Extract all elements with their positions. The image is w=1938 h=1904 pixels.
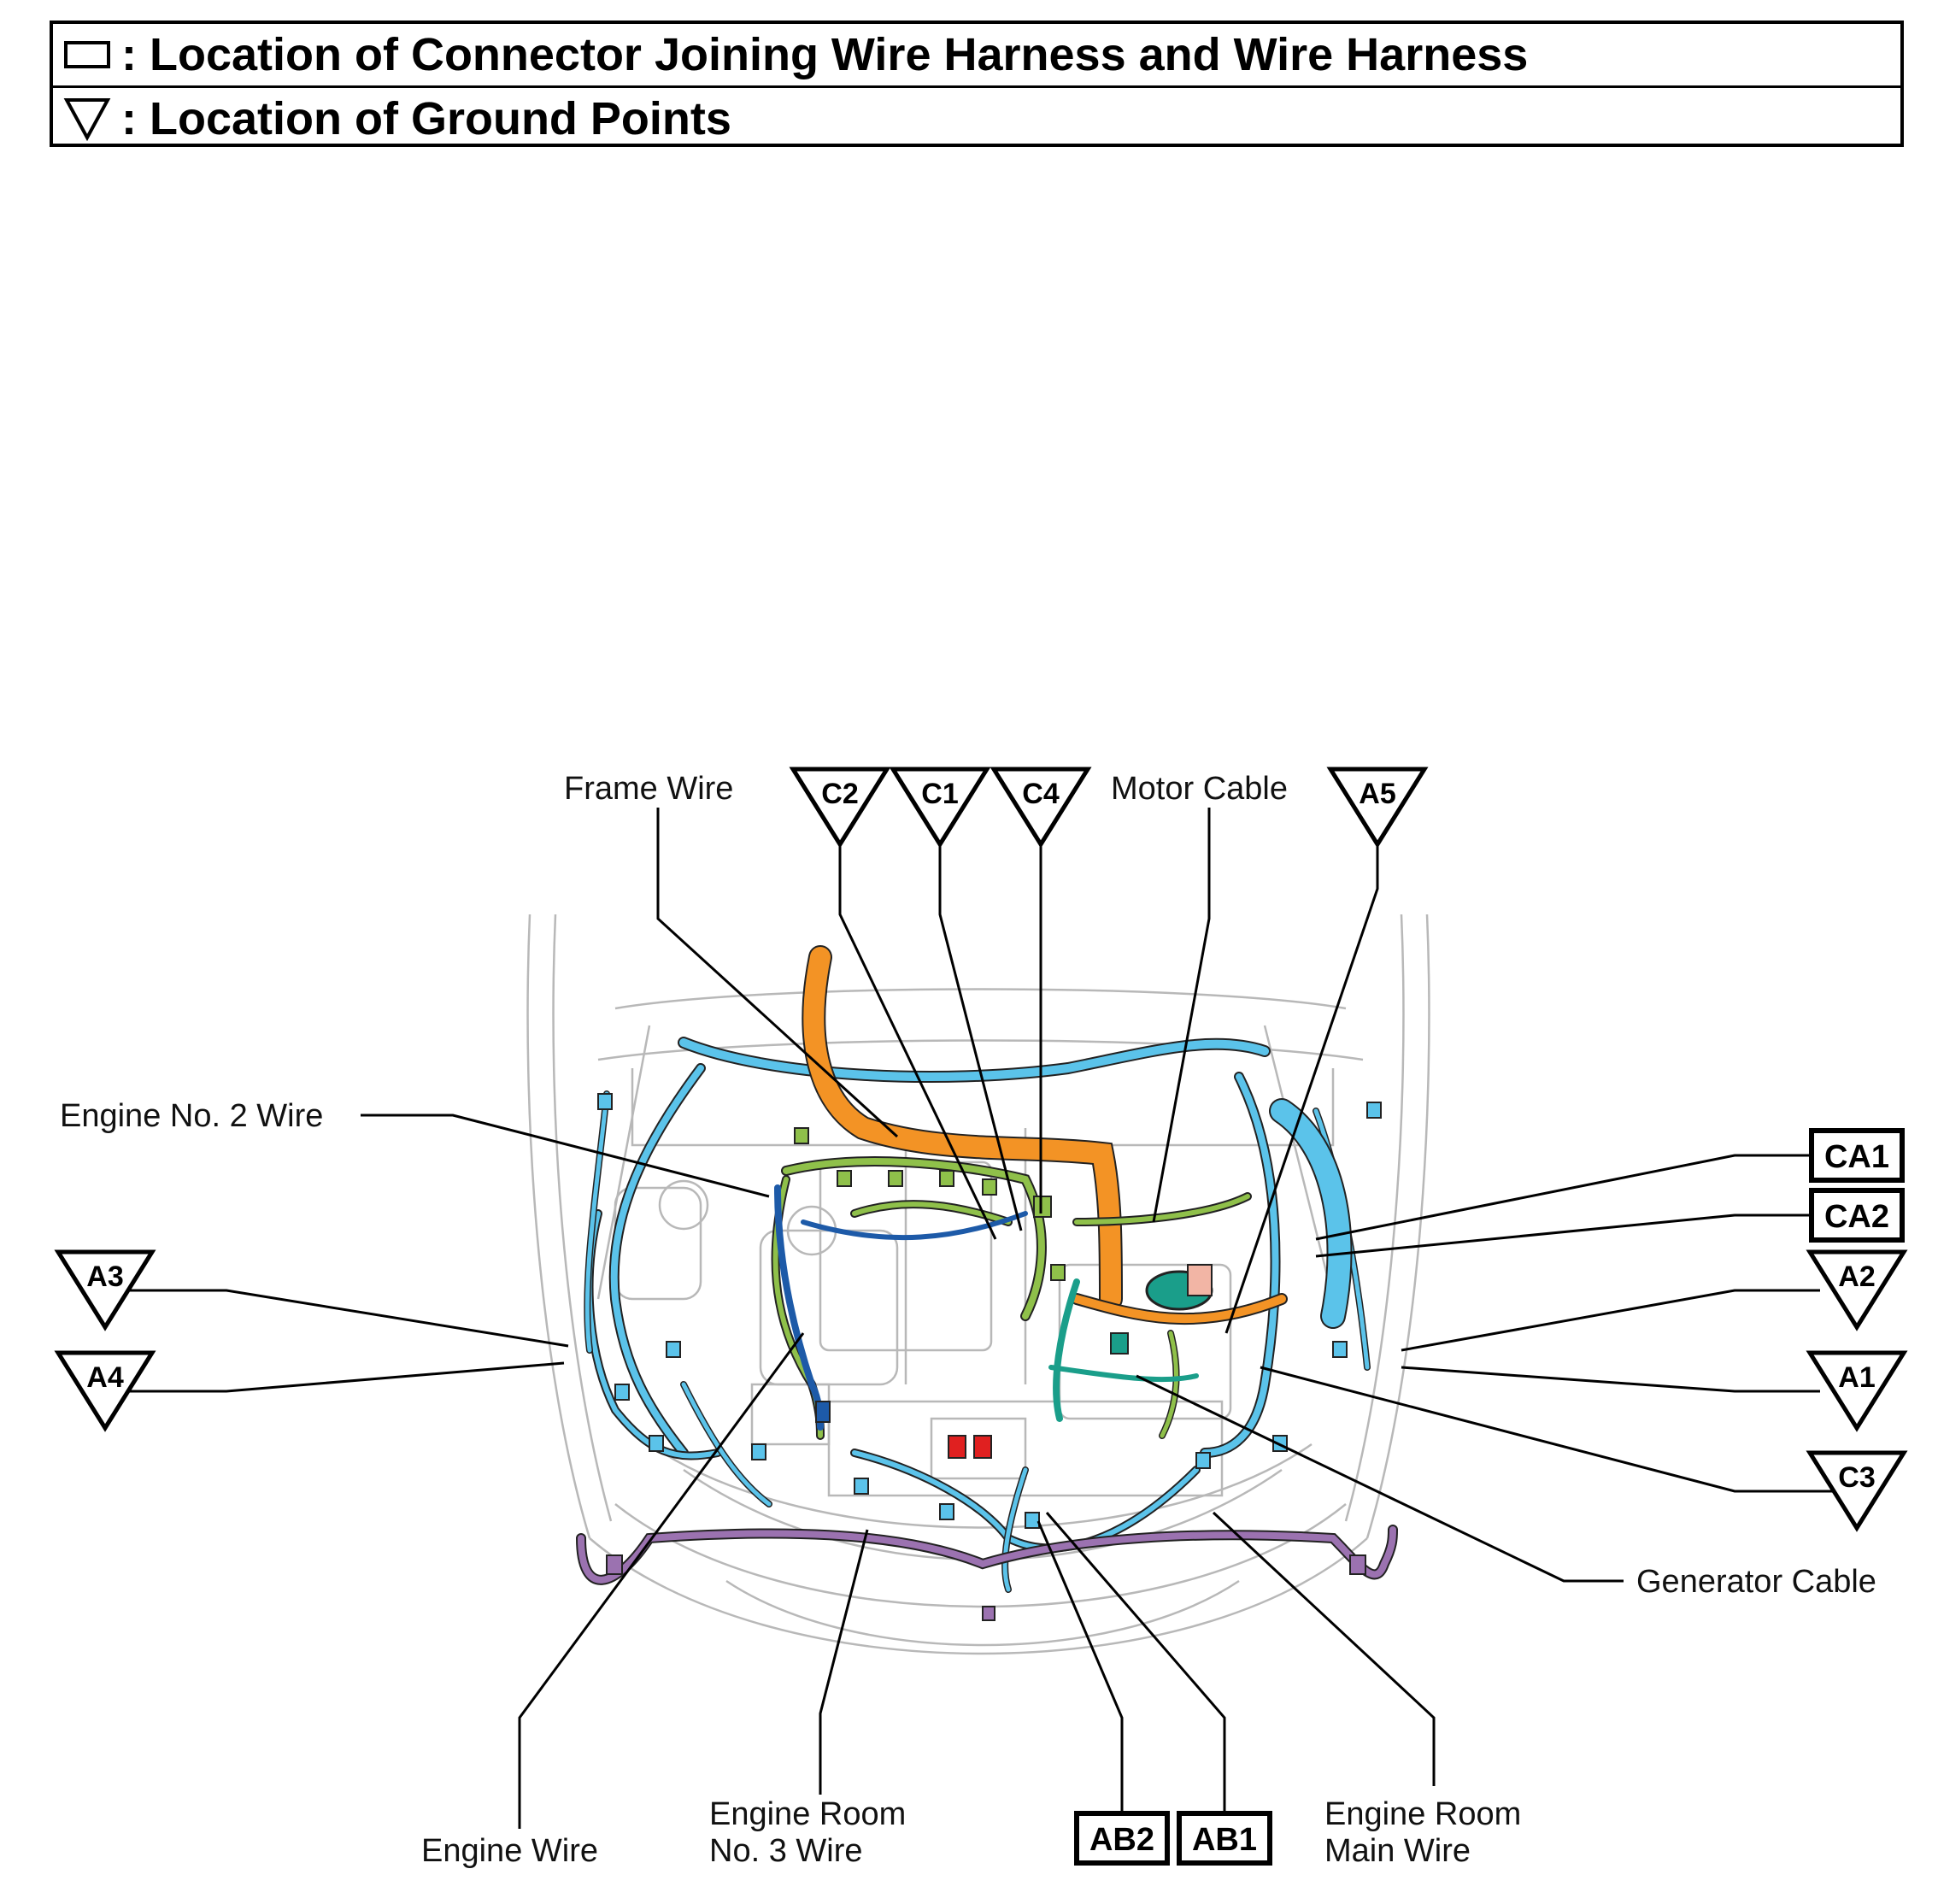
ground-point-a3: A3	[54, 1249, 156, 1331]
connector-ca1: CA1	[1809, 1128, 1905, 1183]
ground-label-c2: C2	[821, 778, 858, 810]
label-engine-wire: Engine Wire	[421, 1833, 598, 1869]
connector-ca2: CA2	[1809, 1188, 1905, 1243]
harness-frame-wire	[802, 945, 1288, 1325]
connector-label-ca2: CA2	[1824, 1199, 1889, 1235]
label-engine-room-main-line1: Engine Room	[1324, 1796, 1521, 1832]
vehicle-outline	[526, 914, 1430, 1655]
ground-label-c4: C4	[1022, 778, 1060, 810]
ground-label-a3: A3	[86, 1261, 123, 1293]
label-motor-cable: Motor Cable	[1111, 771, 1288, 807]
ground-point-c4: C4	[990, 767, 1092, 849]
ground-point-a5: A5	[1326, 767, 1429, 849]
label-engine-room-no3-line1: Engine Room	[709, 1796, 906, 1832]
ground-point-a4: A4	[54, 1350, 156, 1432]
connector-ab1: AB1	[1177, 1811, 1272, 1866]
connector-label-ca1: CA1	[1824, 1139, 1889, 1175]
rectangle-icon	[63, 31, 111, 79]
ground-label-a5: A5	[1359, 778, 1395, 810]
legend-box: : Location of Connector Joining Wire Har…	[50, 21, 1904, 147]
legend-connector-text: : Location of Connector Joining Wire Har…	[121, 29, 1529, 80]
harness-bumper-wire	[576, 1525, 1398, 1585]
connector-label-ab1: AB1	[1192, 1822, 1257, 1858]
label-frame-wire: Frame Wire	[564, 771, 733, 807]
label-engine-room-no3-line2: No. 3 Wire	[709, 1833, 862, 1869]
triangle-icon	[63, 95, 111, 143]
ground-point-a2: A2	[1806, 1249, 1908, 1331]
connector-blocks	[597, 1093, 1382, 1621]
harness-engine-room-main	[584, 1037, 1371, 1593]
ground-point-c1: C1	[889, 767, 991, 849]
ground-point-c2: C2	[789, 767, 891, 849]
ground-point-a1: A1	[1806, 1350, 1908, 1432]
leader-lines	[128, 808, 1846, 1829]
legend-ground-text: : Location of Ground Points	[121, 93, 731, 144]
label-engine-no2-wire: Engine No. 2 Wire	[60, 1098, 323, 1134]
legend-connector-row: : Location of Connector Joining Wire Har…	[53, 24, 1900, 85]
ground-point-c3: C3	[1806, 1450, 1908, 1532]
ground-label-c3: C3	[1838, 1461, 1875, 1494]
ground-label-a1: A1	[1838, 1361, 1875, 1394]
legend-ground-row: : Location of Ground Points	[53, 85, 1900, 150]
ground-label-a2: A2	[1838, 1261, 1875, 1293]
label-generator-cable: Generator Cable	[1636, 1564, 1876, 1600]
ground-label-c1: C1	[921, 778, 958, 810]
connector-label-ab2: AB2	[1089, 1822, 1154, 1858]
label-engine-room-main-line2: Main Wire	[1324, 1833, 1471, 1869]
ground-label-a4: A4	[86, 1361, 124, 1394]
connector-ab2: AB2	[1074, 1811, 1170, 1866]
